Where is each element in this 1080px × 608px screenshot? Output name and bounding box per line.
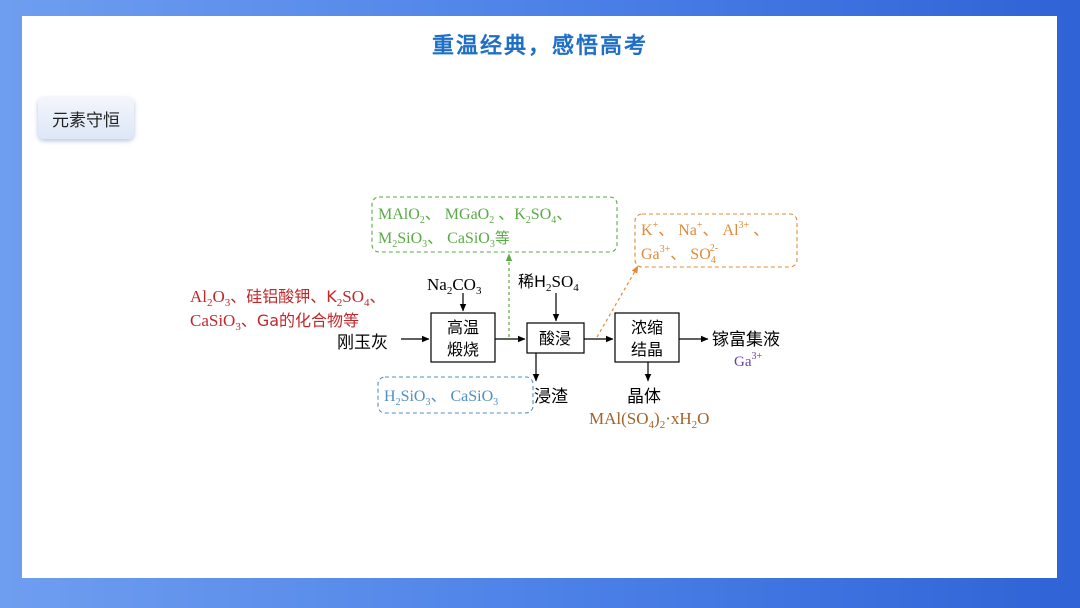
reagent-na2co3: Na2CO3 <box>427 275 482 297</box>
crystal-label: 晶体 <box>627 387 661 407</box>
step-leach-label: 酸浸 <box>539 329 571 348</box>
calcine-products-box <box>371 196 618 253</box>
reagent-h2so4: 稀H2SO4 <box>518 272 579 294</box>
product-label: 镓富集液 <box>712 330 780 350</box>
page-title: 重温经典，感悟高考 <box>431 34 648 59</box>
step-concentrate-line1: 浓缩 <box>631 318 663 337</box>
calcine-products-line1: MAlO2、 MGaO2 、K2SO4、 <box>378 206 572 226</box>
step-concentrate-line2: 结晶 <box>631 340 663 359</box>
ions-box <box>634 213 798 268</box>
raw-material-line1: Al2O3、硅铝酸钾、K2SO4、 <box>190 287 386 309</box>
raw-material-line2: CaSiO3、Ga的化合物等 <box>190 311 359 333</box>
step-leach-box <box>526 322 585 354</box>
calcine-products-line2: M2SiO3、 CaSiO3等 <box>378 229 510 250</box>
step-calcine-line1: 高温 <box>447 318 479 337</box>
slide-panel <box>22 16 1057 578</box>
residue-products-text: H2SiO3、 CaSiO3 <box>384 388 498 408</box>
ions-line1: K+、 Na+、 Al3+ 、 <box>641 220 769 239</box>
step-calcine-box <box>430 312 496 363</box>
ions-line2: Ga3+、 SO42- <box>641 243 718 266</box>
topic-tag: 元素守恒 <box>38 97 134 139</box>
product-ion: Ga3+ <box>734 351 763 370</box>
residue-label: 浸渣 <box>534 387 568 407</box>
residue-products-box <box>377 376 534 414</box>
step-calcine-line2: 煅烧 <box>447 340 479 359</box>
step-concentrate-box <box>614 312 680 363</box>
raw-material-name: 刚玉灰 <box>337 333 388 353</box>
crystal-formula: MAl(SO4)2·xH2O <box>589 409 709 431</box>
arrow-leach-ions-up <box>596 265 639 338</box>
